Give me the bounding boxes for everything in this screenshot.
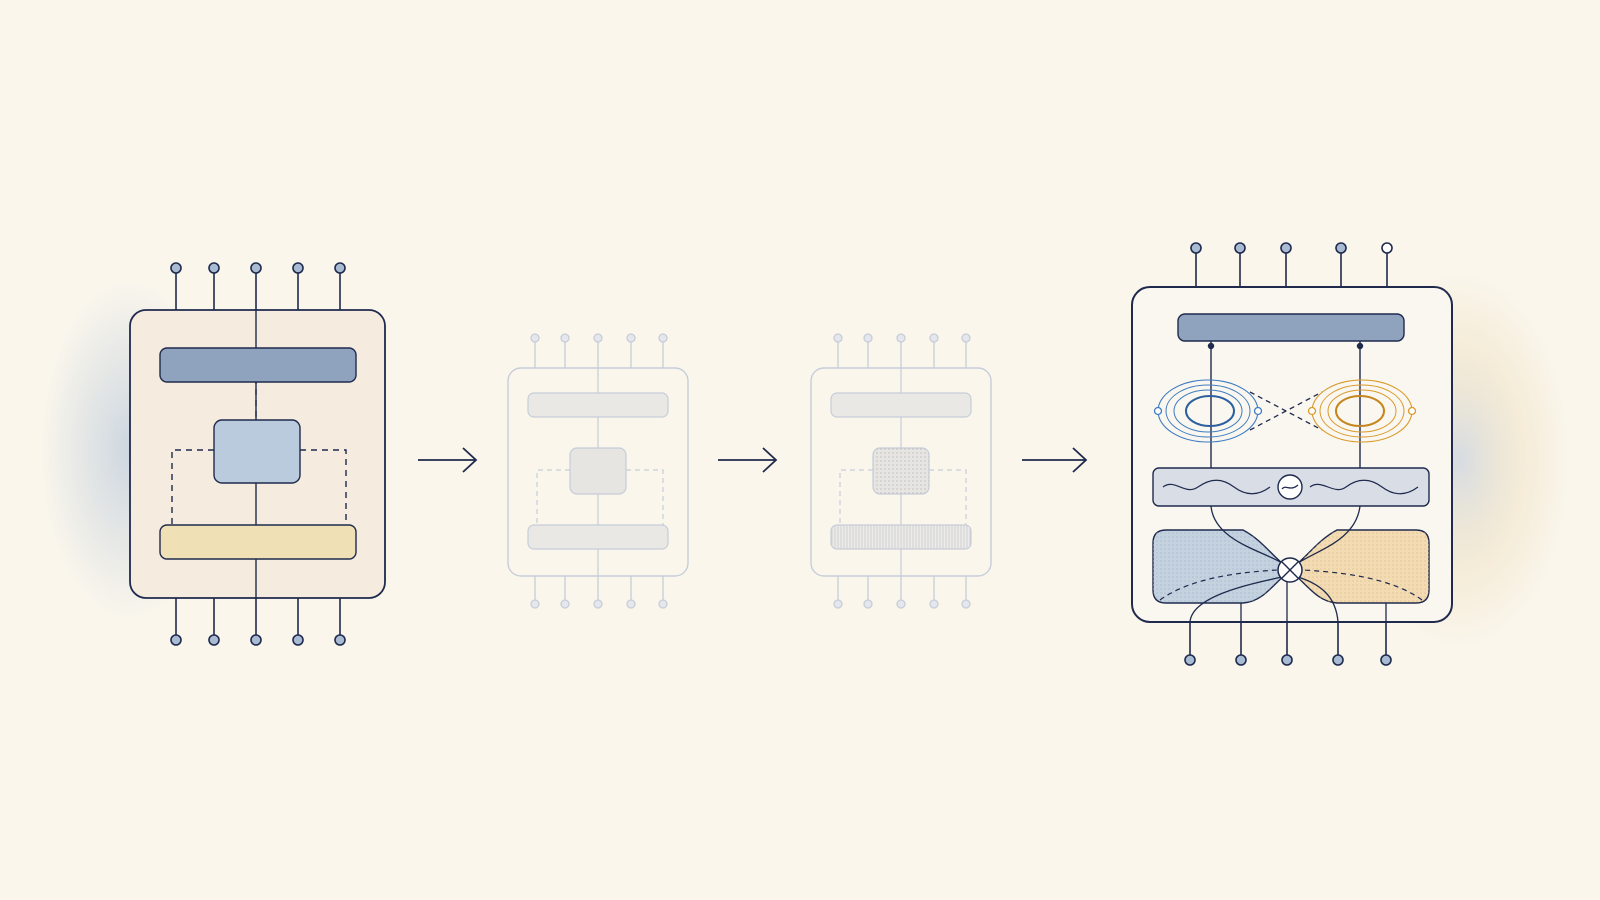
arrow-2	[718, 447, 778, 473]
dashed-links	[171, 378, 347, 525]
bottom-bar-texture	[831, 525, 971, 549]
top-pins	[170, 262, 346, 310]
center-block	[213, 419, 301, 484]
bottom-bar-block	[527, 524, 669, 550]
orange-resonator-icon	[1307, 379, 1417, 443]
stage-textured-module	[810, 333, 992, 609]
bottom-pins	[170, 598, 346, 646]
top-bar-block	[830, 392, 972, 418]
lobe-dashed-routing	[1159, 569, 1423, 601]
center-block-texture	[873, 448, 929, 494]
top-bar-block	[159, 347, 357, 383]
blue-resonator-icon	[1153, 379, 1263, 443]
stage-original-module	[129, 262, 386, 646]
bottom-bar-block	[159, 524, 357, 560]
waveform-right	[1309, 479, 1419, 495]
top-pins	[530, 333, 668, 368]
dashed-links	[536, 469, 664, 525]
bottom-pins	[1184, 622, 1392, 666]
arrow-1	[418, 447, 478, 473]
phase-dial-icon	[1277, 474, 1303, 500]
bar-taps	[1207, 341, 1364, 470]
bottom-pins	[833, 576, 971, 609]
top-bar-block	[527, 392, 669, 418]
top-pins	[833, 333, 971, 368]
cross-coupling-dashes	[1249, 391, 1323, 431]
dashed-links	[839, 469, 967, 525]
top-pins	[1190, 242, 1393, 287]
blue-lobe-texture	[1153, 530, 1290, 603]
arrow-3	[1022, 447, 1088, 473]
waveform-left	[1162, 479, 1271, 495]
center-block	[569, 447, 627, 495]
bottom-pins	[530, 576, 668, 609]
multiply-node-icon	[1277, 557, 1303, 583]
top-bar-block	[1177, 313, 1405, 342]
stage-coupled-module	[1131, 242, 1453, 666]
stage-faded-module	[507, 333, 689, 609]
lobe-routing	[1189, 505, 1387, 623]
